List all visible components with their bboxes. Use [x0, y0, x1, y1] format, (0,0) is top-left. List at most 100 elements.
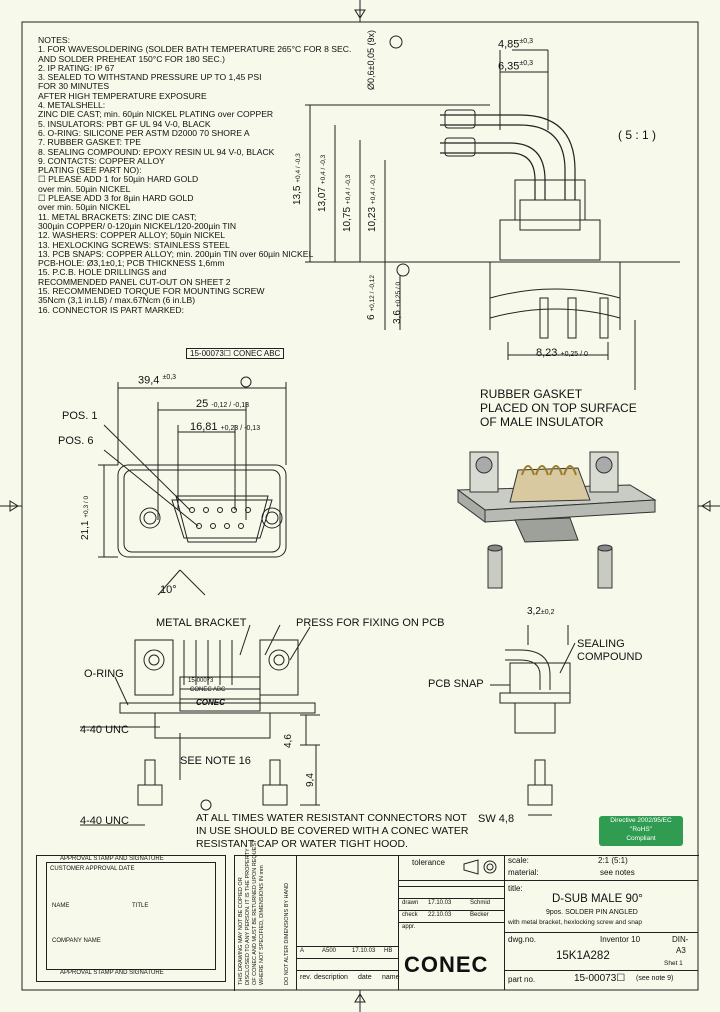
divider — [398, 898, 504, 899]
title-block — [234, 855, 699, 991]
material-value: see notes — [600, 868, 635, 877]
part-no-note: (see note 9) — [636, 975, 674, 982]
divider — [296, 946, 398, 947]
product-subtitle-2: with metal bracket, hexlocking screw and… — [508, 919, 643, 926]
rev-header: rev. — [300, 974, 312, 981]
approval-footer: APPROVAL STAMP AND SIGNATURE — [60, 970, 164, 976]
rev-a-desc: A500 — [322, 948, 337, 954]
product-subtitle-1: 9pos. SOLDER PIN ANGLED — [546, 909, 638, 916]
label-pos-1: POS. 1 — [62, 410, 98, 422]
label-press: PRESS FOR FIXING ON PCB — [296, 617, 445, 629]
iso-view-drawing — [456, 451, 657, 589]
gasket-callout: RUBBER GASKET PLACED ON TOP SURFACE OF M… — [480, 387, 637, 429]
label-4-40-unc-1: 4-40 UNC — [80, 724, 129, 736]
note-line: 2. IP RATING: IP 67 — [38, 62, 115, 73]
note-line: 15. P.C.B. HOLE DRILLINGS and — [38, 267, 167, 278]
divider — [296, 855, 297, 990]
note-line: 1. FOR WAVESOLDERING (SOLDER BATH TEMPER… — [38, 44, 352, 55]
note-line: ZINC DIE CAST; min. 60µin NICKEL PLATING… — [38, 109, 274, 120]
label-sealing-compound: SEALING COMPOUND — [577, 638, 643, 663]
label-o-ring: O-RING — [84, 668, 124, 680]
dim-16-81: 16,81 +0,23 / -0,13 — [190, 421, 261, 433]
dim-6: 6 +0,12 / -0,12 — [366, 274, 377, 320]
rev-a: A — [300, 948, 305, 954]
dont-alter: DO NOT ALTER DIMENSIONS BY HAND — [284, 882, 290, 985]
note-line: 6. O-RING: SILICONE PER ASTM D2000 70 SH… — [38, 127, 250, 138]
product-title: D-SUB MALE 90° — [552, 893, 643, 905]
approval-title: TITLE — [132, 903, 149, 909]
divider — [398, 886, 504, 887]
part-marking-box: 15-00073☐ CONEC ABC — [186, 348, 285, 359]
label-sw-4-8: SW 4,8 — [478, 813, 515, 825]
dim-3-6: 3,6 +0,25 / 0 — [392, 281, 403, 324]
dim-13-07: 13,07 +0,4 / -0,3 — [317, 154, 328, 212]
check-name: Becker — [470, 912, 489, 918]
side-view-drawing — [305, 35, 680, 390]
dim-3-2: 3,2±0,2 — [527, 606, 555, 617]
dim-8-23: 8,23 +0,25 / 0 — [536, 347, 588, 359]
company-name: COMPANY NAME — [52, 938, 101, 944]
approval-name: NAME — [52, 903, 70, 909]
front-view-drawing — [98, 376, 287, 596]
sheet-number: Shet 1 — [664, 960, 683, 967]
marking-conec: CONEC — [196, 698, 225, 707]
dim-4-85: 4,85±0,3 — [498, 38, 533, 51]
dim-21-1: 21,1 +0,3 / 0 — [80, 495, 91, 540]
rev-a-date: 17.10.03 — [352, 948, 376, 954]
part-code: 15K1A282 — [556, 950, 610, 962]
drawn-name: Schmid — [470, 900, 491, 906]
check-date: 22.10.03 — [428, 912, 452, 918]
divider — [504, 970, 698, 971]
note-line: 12. WASHERS: COPPER ALLOY; 50µin NICKEL — [38, 230, 226, 241]
divider — [504, 932, 698, 933]
date-header: date — [358, 974, 372, 981]
dim-angle: 10° — [160, 584, 177, 596]
note-line: 16. CONNECTOR IS PART MARKED: — [38, 304, 184, 315]
dwg-label: dwg.no. — [508, 935, 537, 944]
customer-approval: CUSTOMER APPROVAL DATE — [50, 866, 135, 872]
divider — [398, 910, 504, 911]
dim-39-4: 39,4 ±0,3 — [138, 374, 177, 387]
note-line: 11. METAL BRACKETS: ZINC DIE CAST; — [38, 211, 197, 222]
drawn-label: drawn — [402, 900, 419, 906]
note-line: 35Ncm (3,1 in.LB) / max.67Ncm (6 in.LB) — [38, 295, 196, 306]
label-pcb-snap: PCB SNAP — [428, 678, 484, 690]
label-pos-6: POS. 6 — [58, 435, 94, 447]
tolerance-label: tolerance — [412, 858, 445, 867]
note-line: PCB-HOLE: Ø3,1±0,1; PCB THICKNESS 1,6mm — [38, 258, 225, 269]
note-line: 300µin COPPER/ 0-120µin NICKEL/120-200µi… — [38, 220, 237, 231]
label-4-40-unc-2: 4-40 UNC — [80, 815, 129, 827]
conec-logo: CONEC — [404, 952, 489, 977]
note-line: AND SOLDER PREHEAT 150°C FOR 180 SEC.) — [38, 53, 225, 64]
note-line: 13. PCB SNAPS: COPPER ALLOY; min. 200µin… — [38, 248, 314, 259]
dim-4-6: 4,6 — [283, 734, 294, 748]
marking-part-no: 15-00073 — [188, 678, 214, 684]
note-line: AFTER HIGH TEMPERATURE EXPOSURE — [38, 90, 207, 101]
note-line: PLATING (SEE PART NO): — [38, 165, 142, 176]
divider — [296, 970, 398, 971]
appr-label: appr. — [402, 924, 416, 930]
din-label: DIN- — [672, 935, 689, 944]
dim-25: 25 -0,12 / -0,13 — [196, 398, 250, 410]
notes-heading: NOTES: — [38, 35, 70, 45]
drawn-date: 17.10.03 — [428, 900, 452, 906]
sheet-size: A3 — [676, 946, 686, 955]
note-line: over min. 50µin NICKEL — [38, 183, 131, 194]
approval-header: APPROVAL STAMP AND SIGNATURE — [60, 856, 164, 862]
dim-13-5: 13,5 +0,4 / -0,3 — [292, 153, 303, 205]
part-no-value: 15-00073☐ — [574, 973, 626, 984]
note-line: 9. CONTACTS: COPPER ALLOY — [38, 155, 165, 166]
rev-a-name: HB — [384, 948, 393, 954]
projection-symbol-icon — [463, 859, 497, 875]
marking-conec-abc: CONEC ABC — [190, 687, 226, 693]
note-line: over min. 50µin NICKEL — [38, 202, 131, 213]
approval-block — [36, 855, 226, 982]
name-header: name — [382, 974, 400, 981]
divider — [504, 855, 505, 990]
title-label: title: — [508, 884, 523, 893]
scale-value: 2:1 (5:1) — [598, 856, 628, 865]
disclaimer: THIS DRAWING MAY NOT BE COPIED OR DISCLO… — [238, 839, 265, 985]
scale-label: scale: — [508, 856, 529, 865]
dim-pin-dia: Ø0,6±0,05 (9x) — [366, 30, 376, 90]
dim-6-35: 6,35±0,3 — [498, 60, 533, 73]
